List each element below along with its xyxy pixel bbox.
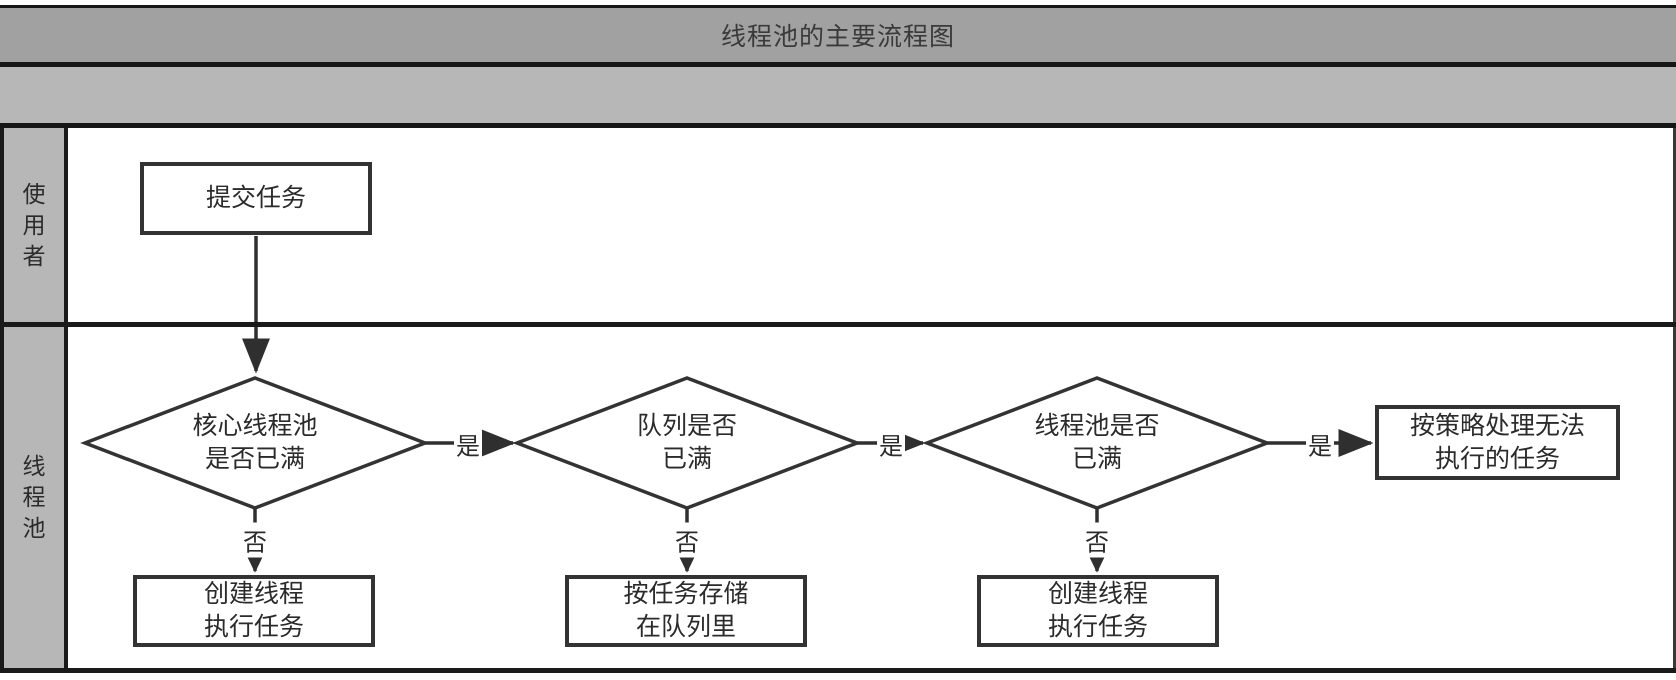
frame-left-border [0, 128, 4, 673]
node-submit-task: 提交任务 [140, 162, 372, 235]
edge-label-yes-2: 是 [877, 426, 905, 462]
edge-label-no-3: 否 [1083, 522, 1111, 558]
label-core-pool-full: 核心线程池 是否已满 [192, 412, 318, 473]
node-create-thread-2: 创建线程 执行任务 [977, 575, 1219, 647]
node-create-thread-1: 创建线程 执行任务 [133, 575, 375, 647]
edge-label-yes-3: 是 [1306, 426, 1334, 462]
header-empty-band [0, 67, 1676, 128]
lane-label-user: 使用者 [22, 180, 46, 269]
edge-label-no-2: 否 [673, 522, 701, 558]
node-reject-policy: 按策略处理无法 执行的任务 [1375, 405, 1620, 480]
edge-label-no-1: 否 [241, 522, 269, 558]
edge-label-yes-1: 是 [454, 426, 482, 462]
diagram-title: 线程池的主要流程图 [720, 23, 955, 51]
frame-bottom-border [0, 668, 1676, 673]
diagram-title-bar: 线程池的主要流程图 [0, 5, 1676, 67]
lane-divider [0, 322, 1676, 327]
label-queue-full: 队列是否 已满 [636, 412, 737, 473]
frame-right-border [1673, 128, 1676, 673]
label-pool-full: 线程池是否 已满 [1034, 412, 1160, 473]
lane-label-column [4, 128, 68, 668]
node-store-in-queue: 按任务存储 在队列里 [565, 575, 807, 647]
lane-label-threadpool: 线程池 [22, 453, 46, 541]
